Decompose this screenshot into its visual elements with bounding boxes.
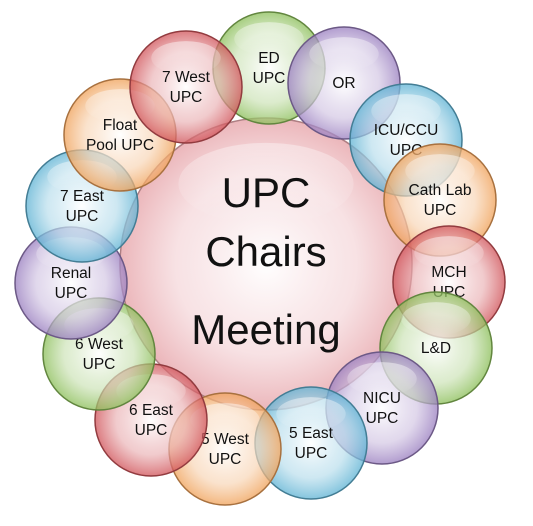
bubble-5-east-label: 5 East: [289, 425, 334, 442]
bubble-7-west-highlight: [151, 41, 221, 75]
bubble-5-west-label: 5 West: [201, 431, 250, 448]
bubble-5-west-label: UPC: [209, 451, 242, 468]
bubble-renal-label: Renal: [51, 265, 92, 282]
bubble-6-west-label: 6 West: [75, 336, 124, 353]
bubble-cath-lab-label: UPC: [424, 202, 457, 219]
bubble-icu-ccu-highlight: [371, 94, 441, 128]
center-title-line: Meeting: [191, 306, 340, 353]
bubble-cath-lab-highlight: [405, 154, 475, 188]
bubble-nicu-label: UPC: [366, 410, 399, 427]
center-title-line: UPC: [222, 169, 311, 216]
bubble-6-east-label: UPC: [135, 422, 168, 439]
bubble-float-pool-label: Pool UPC: [86, 137, 154, 154]
bubble-mch-label: MCH: [431, 264, 466, 281]
bubble-6-west-label: UPC: [83, 356, 116, 373]
bubble-float-pool-label: Float: [103, 117, 138, 134]
bubble-7-west-label: 7 West: [162, 69, 211, 86]
bubble-nicu-label: NICU: [363, 390, 401, 407]
center-circle-highlight: [178, 142, 354, 225]
bubble-nicu-highlight: [347, 362, 417, 396]
bubble-7-east-label: UPC: [66, 208, 99, 225]
bubble-5-east-highlight: [276, 397, 346, 431]
bubble-renal-label: UPC: [55, 285, 88, 302]
bubble-5-west-highlight: [190, 403, 260, 437]
bubble-l-and-d-highlight: [401, 302, 471, 336]
bubble-or-highlight: [309, 37, 379, 71]
bubble-or-label: OR: [332, 75, 355, 92]
bubble-7-east-label: 7 East: [60, 188, 105, 205]
bubble-5-east-label: UPC: [295, 445, 328, 462]
bubble-l-and-d-label: L&D: [421, 340, 451, 357]
bubble-ed-label: UPC: [253, 70, 286, 87]
bubble-icu-ccu-label: ICU/CCU: [374, 122, 439, 139]
bubble-ed-highlight: [234, 22, 304, 56]
bubble-7-west-label: UPC: [170, 89, 203, 106]
bubble-6-east-label: 6 East: [129, 402, 174, 419]
bubble-ed-label: ED: [258, 50, 280, 67]
bubble-cath-lab-label: Cath Lab: [409, 182, 472, 199]
center-title-line: Chairs: [205, 228, 326, 275]
bubble-mch-highlight: [414, 236, 484, 270]
